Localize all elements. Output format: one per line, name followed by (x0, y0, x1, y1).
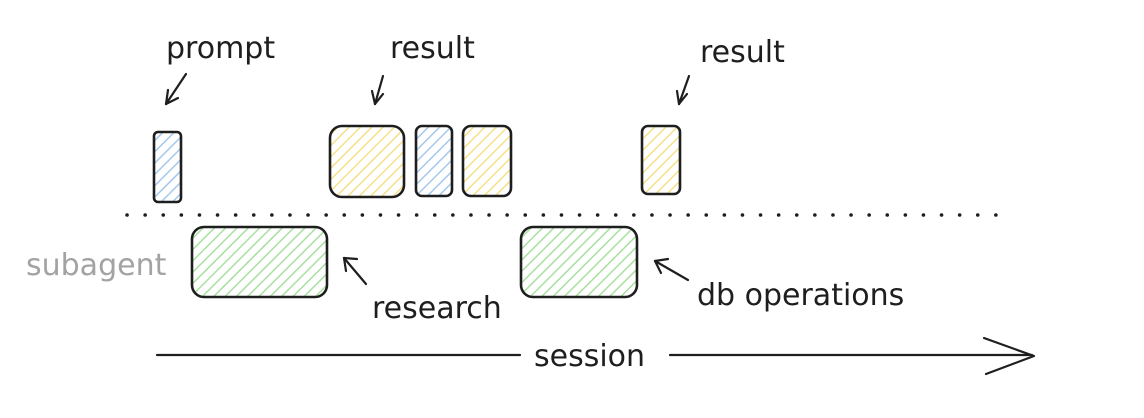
research-label: research (372, 291, 502, 326)
result-block-1 (328, 124, 406, 199)
result-label-1: result (390, 31, 475, 66)
db-operations-block (519, 225, 639, 299)
prompt-label: prompt (166, 31, 275, 66)
prompt-arrow (164, 72, 188, 106)
result-block-2 (461, 124, 513, 198)
result-arrow-1 (370, 74, 385, 106)
db-operations-arrow (653, 257, 690, 282)
prompt-block (152, 130, 183, 204)
result-arrow-2 (675, 74, 691, 106)
research-arrow (342, 256, 368, 286)
result-label-2: result (700, 35, 785, 70)
session-arrowhead-icon (982, 336, 1036, 376)
subagent-label: subagent (26, 248, 167, 283)
db-operations-label: db operations (697, 278, 904, 313)
session-label: session (534, 339, 645, 374)
result-block-3 (640, 124, 682, 196)
tool-call-block (414, 124, 454, 198)
research-block (190, 225, 329, 299)
